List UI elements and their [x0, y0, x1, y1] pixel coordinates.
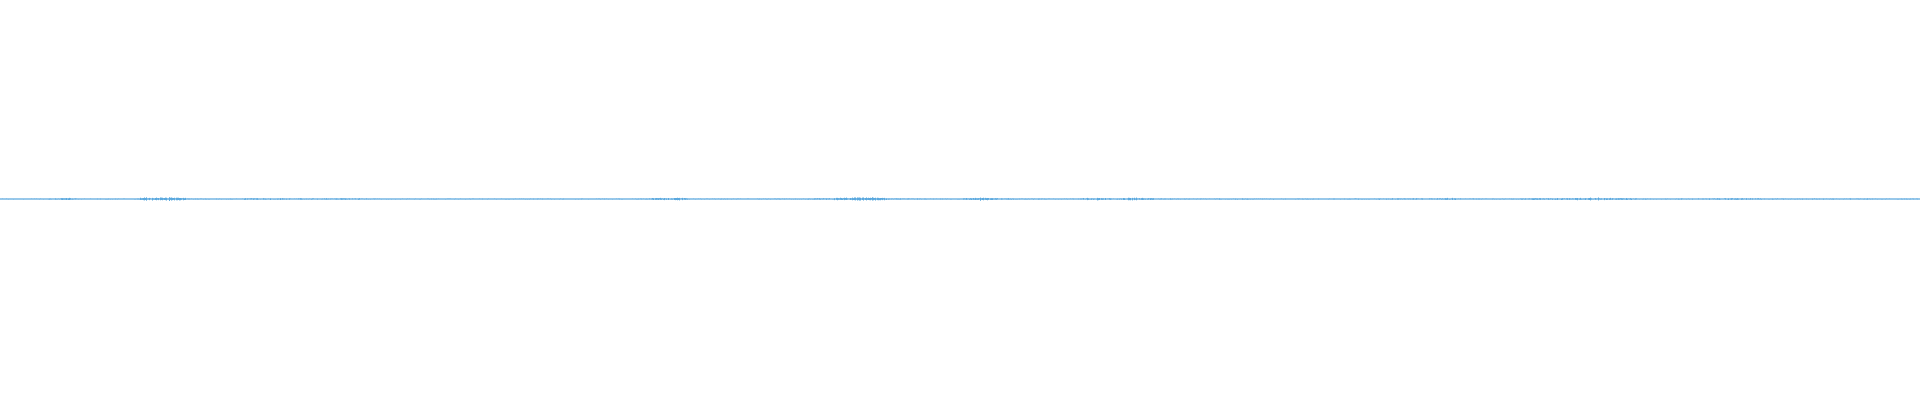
waveform-series — [0, 197, 1920, 201]
waveform-path — [0, 197, 1920, 201]
